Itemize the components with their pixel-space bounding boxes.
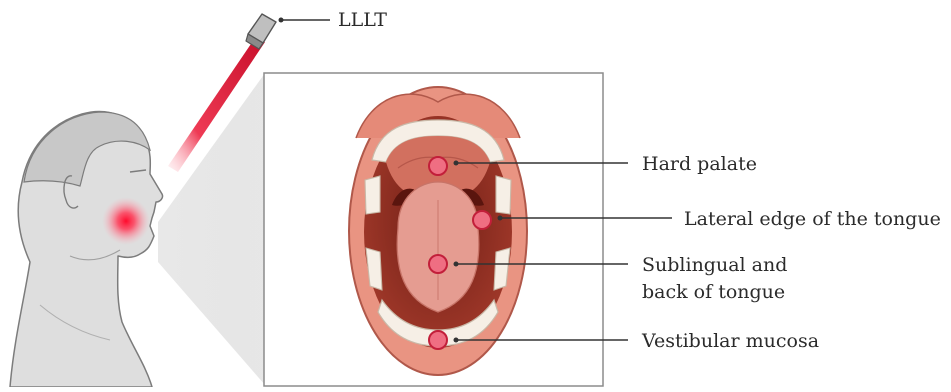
label-lateral-edge: Lateral edge of the tongue: [684, 207, 941, 231]
marker-lateral-edge: [473, 211, 491, 229]
laser-probe-icon: [246, 14, 276, 49]
label-sublingual-line1: Sublingual and: [642, 253, 787, 277]
marker-vestibular: [429, 331, 447, 349]
laser-glow: [102, 197, 150, 245]
label-lllt: LLLT: [338, 8, 387, 32]
marker-sublingual: [429, 255, 447, 273]
label-hard-palate: Hard palate: [642, 152, 757, 176]
label-sublingual-line2: back of tongue: [642, 280, 785, 304]
head-profile: [10, 112, 163, 387]
label-vestibular: Vestibular mucosa: [642, 329, 819, 353]
marker-hard-palate: [429, 157, 447, 175]
